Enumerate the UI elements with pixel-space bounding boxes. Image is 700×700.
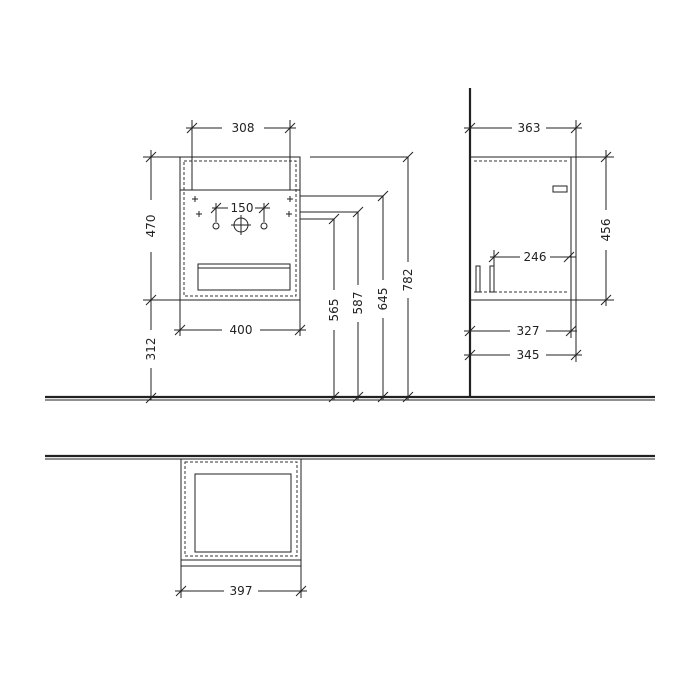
dim-400-label: 400: [230, 323, 253, 337]
dim-456-label: 456: [599, 219, 613, 242]
dim-345-label: 345: [517, 348, 540, 362]
dim-150-label: 150: [231, 201, 254, 215]
fixing-marks: [192, 196, 293, 235]
dim-308-label: 308: [232, 121, 255, 135]
dim-397-label: 397: [230, 584, 253, 598]
dim-312-label: 312: [144, 338, 158, 361]
dim-587-label: 587: [351, 292, 365, 315]
dim-645-label: 645: [376, 288, 390, 311]
plan-view: 397: [45, 454, 655, 598]
front-cabinet-outline: [179, 156, 301, 301]
front-cabinet-inner: [183, 160, 297, 297]
dim-470-label: 470: [144, 215, 158, 238]
dim-363-label: 363: [518, 121, 541, 135]
front-drawer: [197, 263, 291, 291]
side-view: 363 456 246 327 345: [464, 88, 614, 396]
front-view: 308 150 400 470 312: [143, 120, 415, 404]
dim-327-label: 327: [517, 324, 540, 338]
dim-565-label: 565: [327, 299, 341, 322]
dim-246-label: 246: [524, 250, 547, 264]
floor-line: [45, 395, 655, 401]
dim-782-label: 782: [401, 269, 415, 292]
